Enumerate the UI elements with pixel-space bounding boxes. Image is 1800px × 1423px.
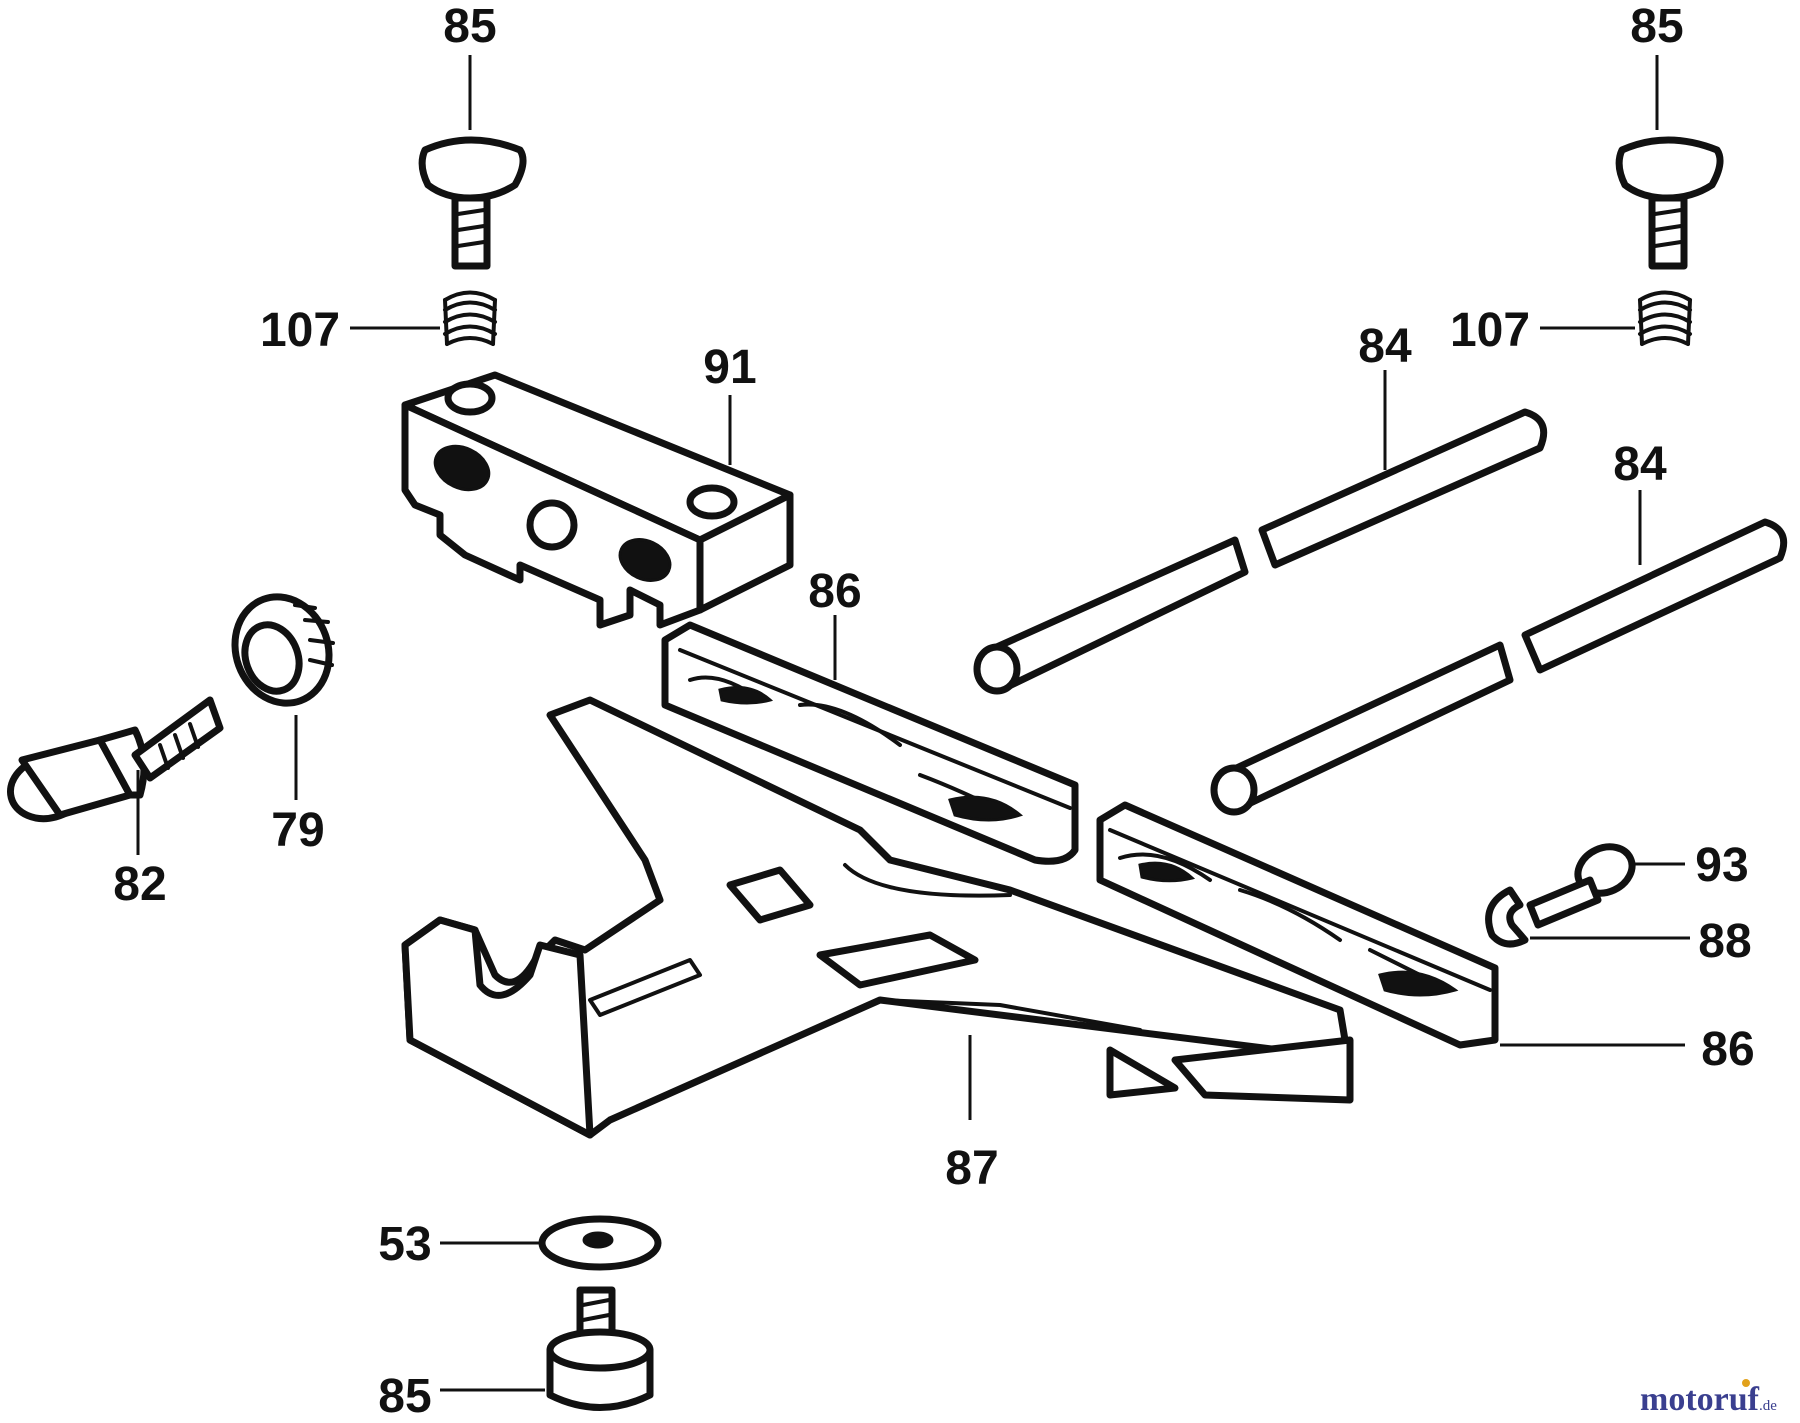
label-93: 93 bbox=[1695, 839, 1748, 892]
spring-right-icon bbox=[1638, 290, 1692, 346]
label-85-top-left: 85 bbox=[443, 0, 496, 53]
label-86-upper: 86 bbox=[808, 565, 861, 618]
label-88: 88 bbox=[1698, 915, 1751, 968]
knob-bottom-icon bbox=[546, 1286, 654, 1411]
jaw-upper-icon bbox=[661, 621, 1079, 865]
label-82: 82 bbox=[113, 858, 166, 911]
watermark-suffix: .de bbox=[1759, 1398, 1777, 1414]
spring-left-icon bbox=[443, 290, 497, 346]
label-84-upper: 84 bbox=[1358, 320, 1412, 373]
watermark-brand: motoruf bbox=[1640, 1381, 1760, 1418]
rod-upper-icon bbox=[973, 408, 1548, 695]
svg-text:motoruf.de: motoruf.de bbox=[1640, 1381, 1777, 1418]
rod-lower-icon bbox=[1210, 518, 1788, 816]
label-85-bottom: 85 bbox=[378, 1370, 431, 1423]
label-53: 53 bbox=[378, 1218, 431, 1271]
leader-lines bbox=[136, 55, 1690, 1392]
label-107-left: 107 bbox=[260, 304, 340, 357]
knob-82-icon bbox=[6, 696, 224, 823]
jaw-lower-icon bbox=[1096, 801, 1499, 1049]
thumb-screw-top-right-icon bbox=[1615, 136, 1724, 270]
clip-88-icon bbox=[1485, 886, 1529, 948]
screw-93-icon bbox=[1526, 843, 1636, 929]
label-87: 87 bbox=[945, 1142, 998, 1195]
watermark-logo: motoruf.de bbox=[1640, 1379, 1777, 1418]
label-79: 79 bbox=[271, 804, 324, 857]
clamp-block-icon bbox=[401, 371, 794, 629]
label-84-lower: 84 bbox=[1613, 438, 1667, 491]
washer-53-icon bbox=[538, 1215, 662, 1271]
thumb-screw-top-left-icon bbox=[418, 136, 527, 270]
guide-base-icon bbox=[401, 696, 1354, 1139]
label-107-right: 107 bbox=[1450, 304, 1530, 357]
nut-79-icon bbox=[231, 593, 335, 707]
label-85-top-right: 85 bbox=[1630, 0, 1683, 53]
label-91: 91 bbox=[703, 341, 756, 394]
label-86-lower: 86 bbox=[1701, 1023, 1754, 1076]
